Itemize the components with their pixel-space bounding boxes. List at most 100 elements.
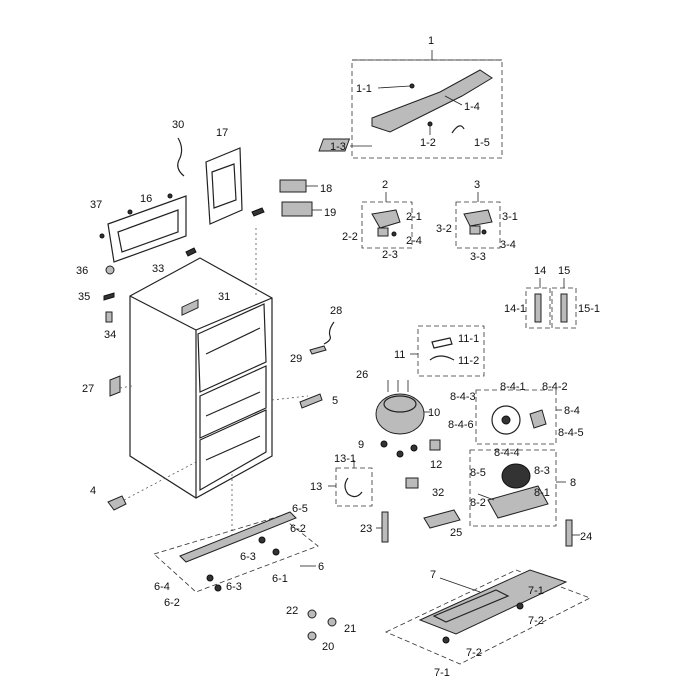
label-7-2-right: 7-2 [528, 615, 544, 627]
wire-28 [323, 321, 335, 345]
label-5: 5 [332, 395, 338, 407]
label-3-2: 3-2 [436, 223, 452, 235]
part-27 [109, 375, 121, 397]
hinge-4 [107, 495, 127, 511]
label-28: 28 [330, 305, 342, 317]
label-9: 9 [358, 439, 364, 451]
label-8-1: 8-1 [534, 487, 550, 499]
label-1-4: 1-4 [464, 101, 480, 113]
label-31: 31 [218, 291, 230, 303]
label-7-1-left: 7-1 [434, 667, 450, 679]
label-15: 15 [558, 265, 570, 277]
label-8-4-4: 8-4-4 [494, 447, 520, 459]
group-7-bottom-cover [385, 569, 591, 665]
part-29 [309, 345, 327, 355]
label-8-4-3: 8-4-3 [450, 391, 476, 403]
label-11-1: 11-1 [458, 333, 479, 345]
label-15-1: 15-1 [578, 303, 600, 315]
filter-23 [381, 511, 389, 543]
label-2-1: 2-1 [406, 211, 422, 223]
label-32: 32 [432, 487, 444, 499]
label-25: 25 [450, 527, 462, 539]
group-6-bottom-rail [153, 511, 319, 593]
label-8: 8 [570, 477, 576, 489]
label-36: 36 [76, 265, 88, 277]
label-13-1: 13-1 [334, 453, 356, 465]
label-3-1: 3-1 [502, 211, 518, 223]
label-8-3: 8-3 [534, 465, 550, 477]
label-24: 24 [580, 531, 592, 543]
label-16: 16 [140, 193, 152, 205]
label-1-3: 1-3 [330, 141, 346, 153]
label-6-3-bottom: 6-3 [226, 581, 242, 593]
label-7-2-left: 7-2 [466, 647, 482, 659]
part-36 [105, 265, 115, 275]
part-20 [307, 631, 317, 641]
screw-1-1 [409, 83, 415, 89]
label-1-5: 1-5 [474, 137, 490, 149]
label-3-4: 3-4 [500, 239, 516, 251]
part-22 [307, 609, 317, 619]
label-6-5: 6-5 [292, 503, 308, 515]
part-32 [405, 477, 419, 489]
label-11: 11 [394, 349, 405, 361]
label-6-2-top: 6-2 [290, 523, 306, 535]
label-21: 21 [344, 623, 356, 635]
group-8-condenser-fan [469, 389, 566, 527]
label-6-3-top: 6-3 [240, 551, 256, 563]
label-18: 18 [320, 183, 332, 195]
label-20: 20 [322, 641, 334, 653]
label-13: 13 [310, 481, 322, 493]
refrigerator-cabinet [129, 257, 273, 499]
bracket-33a [185, 247, 197, 257]
label-14-1: 14-1 [504, 303, 526, 315]
label-2: 2 [382, 179, 388, 191]
label-29: 29 [290, 353, 302, 365]
group-11 [410, 325, 485, 377]
label-3-3: 3-3 [470, 251, 486, 263]
plate-1-3 [318, 138, 351, 152]
clip-1-5 [451, 125, 465, 134]
label-1-2: 1-2 [420, 137, 436, 149]
part-12 [429, 439, 441, 451]
label-6-4: 6-4 [154, 581, 170, 593]
label-27: 27 [82, 383, 94, 395]
label-30: 30 [172, 119, 184, 131]
top-bracket-part [371, 69, 493, 133]
label-8-2: 8-2 [470, 497, 486, 509]
label-6: 6 [318, 561, 324, 573]
screw-1-2 [427, 121, 433, 127]
group-3-hinge [455, 192, 501, 249]
label-7-1-right: 7-1 [528, 585, 544, 597]
label-19: 19 [324, 207, 336, 219]
label-35: 35 [78, 291, 90, 303]
label-14: 14 [534, 265, 546, 277]
part-24 [565, 519, 573, 547]
label-12: 12 [430, 459, 442, 471]
part-35 [103, 292, 115, 301]
label-22: 22 [286, 605, 298, 617]
label-8-4: 8-4 [564, 405, 580, 417]
label-1-1: 1-1 [356, 83, 372, 95]
label-17: 17 [216, 127, 228, 139]
label-7: 7 [430, 569, 436, 581]
pcb-18-19 [279, 179, 322, 217]
label-23: 23 [360, 523, 372, 535]
label-3: 3 [474, 179, 480, 191]
label-37: 37 [90, 199, 102, 211]
label-2-3: 2-3 [382, 249, 398, 261]
compressor-10 [375, 380, 430, 458]
group-1-top-bracket [318, 50, 503, 159]
part-31 [181, 298, 199, 316]
part-21 [327, 617, 337, 627]
rear-cover-16 [99, 193, 187, 263]
label-34: 34 [104, 329, 116, 341]
label-8-4-6: 8-4-6 [448, 419, 474, 431]
label-8-4-1: 8-4-1 [500, 381, 526, 393]
label-6-1: 6-1 [272, 573, 288, 585]
label-11-2: 11-2 [458, 355, 479, 367]
cover-17 [205, 147, 243, 225]
part-25 [423, 509, 461, 529]
label-8-4-5: 8-4-5 [558, 427, 584, 439]
